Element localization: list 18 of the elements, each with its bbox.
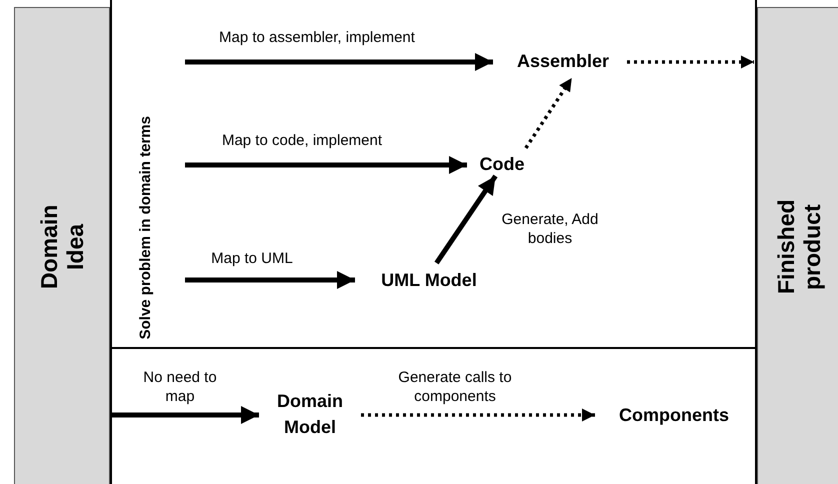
dotted-arrow	[524, 77, 574, 149]
side-panel	[757, 7, 838, 484]
arrow	[185, 53, 493, 71]
dotted-arrow	[361, 408, 595, 422]
node-label: Components	[598, 401, 750, 429]
arrow	[109, 406, 259, 424]
node-label: Code	[470, 151, 534, 177]
arrow	[434, 174, 498, 264]
side-panel	[14, 7, 110, 484]
node-label: UML Model	[356, 266, 502, 294]
arrow	[185, 156, 467, 174]
dotted-arrow	[627, 56, 754, 68]
arrow	[185, 271, 355, 289]
panel-label: Domain Idea	[36, 204, 88, 292]
panel-heading: Solve problem in domain terms	[136, 116, 155, 339]
node-label: Domain Model	[262, 386, 358, 442]
node-label: Assembler	[496, 47, 630, 75]
panel-label: Finished product	[773, 198, 825, 296]
